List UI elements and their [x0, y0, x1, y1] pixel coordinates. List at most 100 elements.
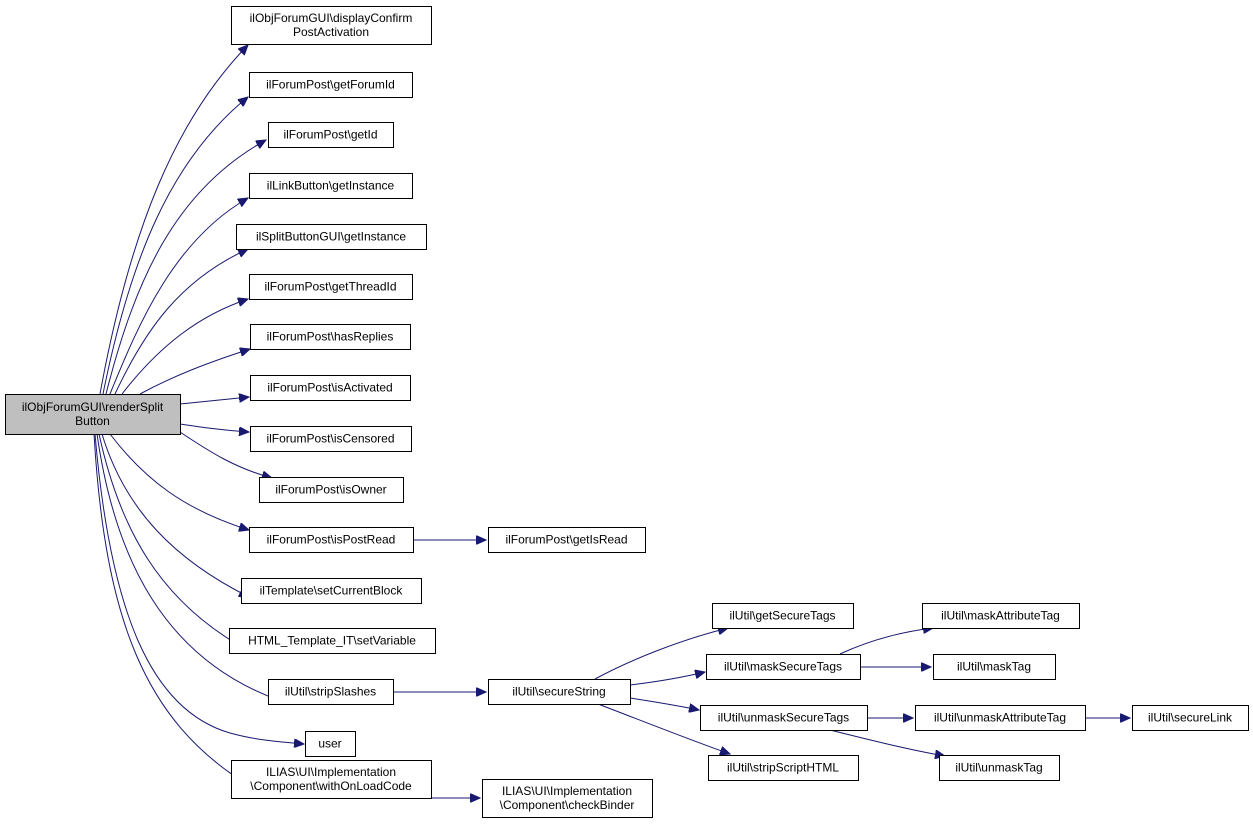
node-box [231, 6, 432, 45]
node-box [249, 527, 414, 553]
node-n13[interactable]: HTML_Template_IT\setVariable [229, 628, 436, 654]
node-label: HTML_Template_IT\setVariable [248, 634, 416, 648]
node-label: ilForumPost\isOwner [275, 483, 386, 497]
edge-root-n10 [179, 431, 272, 478]
edge-root-n7 [139, 349, 250, 395]
node-box [250, 324, 411, 350]
node-box [268, 122, 394, 148]
node-box [482, 779, 653, 818]
node-n26[interactable]: ilUtil\unmaskAttributeTag [915, 705, 1086, 731]
node-label: ilObjForumGUI\displayConfirm [250, 11, 413, 25]
node-label: \Component\withOnLoadCode [250, 779, 412, 793]
node-label: ilUtil\getSecureTags [729, 609, 835, 623]
edge-root-n1 [99, 45, 248, 395]
node-n7[interactable]: ilForumPost\hasReplies [250, 324, 411, 350]
edge-n18-n20 [594, 628, 728, 680]
node-n17[interactable]: ilForumPost\getIsRead [488, 527, 646, 553]
node-label: ilSplitButtonGUI\getInstance [256, 230, 406, 244]
node-label: Button [75, 414, 110, 428]
node-n16[interactable]: ILIAS\UI\Implementation\Component\withOn… [231, 760, 432, 799]
edge-root-n5 [114, 249, 248, 395]
node-box [706, 654, 861, 680]
node-n28[interactable]: ilUtil\secureLink [1132, 705, 1249, 731]
node-box [922, 603, 1080, 629]
node-n22[interactable]: ilUtil\unmaskSecureTags [700, 705, 868, 731]
edge-root-n11 [109, 433, 249, 530]
node-box [939, 755, 1060, 781]
node-label: ilUtil\maskSecureTags [724, 660, 842, 674]
edge-root-n14 [96, 433, 281, 701]
node-n2[interactable]: ilForumPost\getForumId [249, 72, 413, 98]
node-label: ilUtil\maskAttributeTag [941, 609, 1060, 623]
edges-layer [93, 45, 1130, 798]
node-n12[interactable]: ilTemplate\setCurrentBlock [241, 578, 422, 604]
edge-root-n15 [94, 433, 304, 744]
node-label: ilForumPost\hasReplies [267, 330, 394, 344]
node-box [241, 578, 422, 604]
edge-root-n3 [105, 140, 266, 395]
edge-n21-n24 [839, 628, 933, 655]
node-n3[interactable]: ilForumPost\getId [268, 122, 394, 148]
node-n20[interactable]: ilUtil\getSecureTags [712, 603, 854, 629]
node-n11[interactable]: ilForumPost\isPostRead [249, 527, 414, 553]
node-label: ILIAS\UI\Implementation [502, 784, 632, 798]
node-label: PostActivation [293, 25, 369, 39]
node-box [488, 679, 631, 705]
node-box [700, 705, 868, 731]
node-n24[interactable]: ilUtil\maskAttributeTag [922, 603, 1080, 629]
node-label: ilUtil\secureString [512, 685, 605, 699]
edge-n22-n27 [829, 729, 945, 756]
node-box [231, 760, 432, 799]
node-box [933, 654, 1056, 680]
node-n21[interactable]: ilUtil\maskSecureTags [706, 654, 861, 680]
node-label: ilUtil\maskTag [957, 660, 1031, 674]
node-box [249, 274, 413, 300]
edge-root-n12 [101, 433, 249, 597]
node-n10[interactable]: ilForumPost\isOwner [259, 477, 404, 503]
edge-root-n4 [109, 198, 248, 395]
node-label: ilUtil\unmaskAttributeTag [934, 711, 1066, 725]
edge-root-n2 [102, 97, 248, 395]
node-n6[interactable]: ilForumPost\getThreadId [249, 274, 413, 300]
node-box [250, 426, 412, 452]
node-n23[interactable]: ilUtil\stripScriptHTML [708, 755, 859, 781]
edge-root-n13 [98, 433, 242, 647]
node-n14[interactable]: ilUtil\stripSlashes [268, 679, 394, 705]
node-label: ilObjForumGUI\renderSplit [22, 400, 164, 414]
node-box [236, 224, 427, 250]
node-label: ilLinkButton\getInstance [267, 179, 395, 193]
node-box [250, 375, 411, 401]
node-n9[interactable]: ilForumPost\isCensored [250, 426, 412, 452]
node-label: ilUtil\secureLink [1148, 711, 1233, 725]
node-n19[interactable]: ILIAS\UI\Implementation\Component\checkB… [482, 779, 653, 818]
edge-root-n6 [121, 299, 248, 395]
node-label: user [318, 737, 341, 751]
node-n4[interactable]: ilLinkButton\getInstance [249, 173, 413, 199]
node-label: ilTemplate\setCurrentBlock [260, 584, 404, 598]
node-n18[interactable]: ilUtil\secureString [488, 679, 631, 705]
node-label: ilUtil\stripSlashes [285, 685, 376, 699]
nodes-layer: ilObjForumGUI\renderSplitButtonilObjForu… [5, 6, 1249, 818]
edge-n18-n22 [629, 697, 699, 710]
edge-root-n16 [93, 433, 245, 783]
node-n5[interactable]: ilSplitButtonGUI\getInstance [236, 224, 427, 250]
node-n25[interactable]: ilUtil\maskTag [933, 654, 1056, 680]
node-label: ilForumPost\getThreadId [264, 280, 396, 294]
node-box [1132, 705, 1249, 731]
node-label: ilForumPost\getId [283, 128, 377, 142]
node-label: ilUtil\stripScriptHTML [727, 761, 839, 775]
node-n1[interactable]: ilObjForumGUI\displayConfirmPostActivati… [231, 6, 432, 45]
node-label: ilForumPost\isActivated [267, 381, 392, 395]
node-label: ILIAS\UI\Implementation [266, 765, 396, 779]
node-box [5, 394, 181, 435]
node-box [915, 705, 1086, 731]
edge-n18-n23 [597, 703, 730, 754]
node-label: ilForumPost\isPostRead [267, 533, 396, 547]
node-label: ilForumPost\getIsRead [505, 533, 627, 547]
node-n8[interactable]: ilForumPost\isActivated [250, 375, 411, 401]
edge-root-n8 [179, 397, 249, 405]
node-n27[interactable]: ilUtil\unmaskTag [939, 755, 1060, 781]
node-n15[interactable]: user [305, 731, 356, 757]
